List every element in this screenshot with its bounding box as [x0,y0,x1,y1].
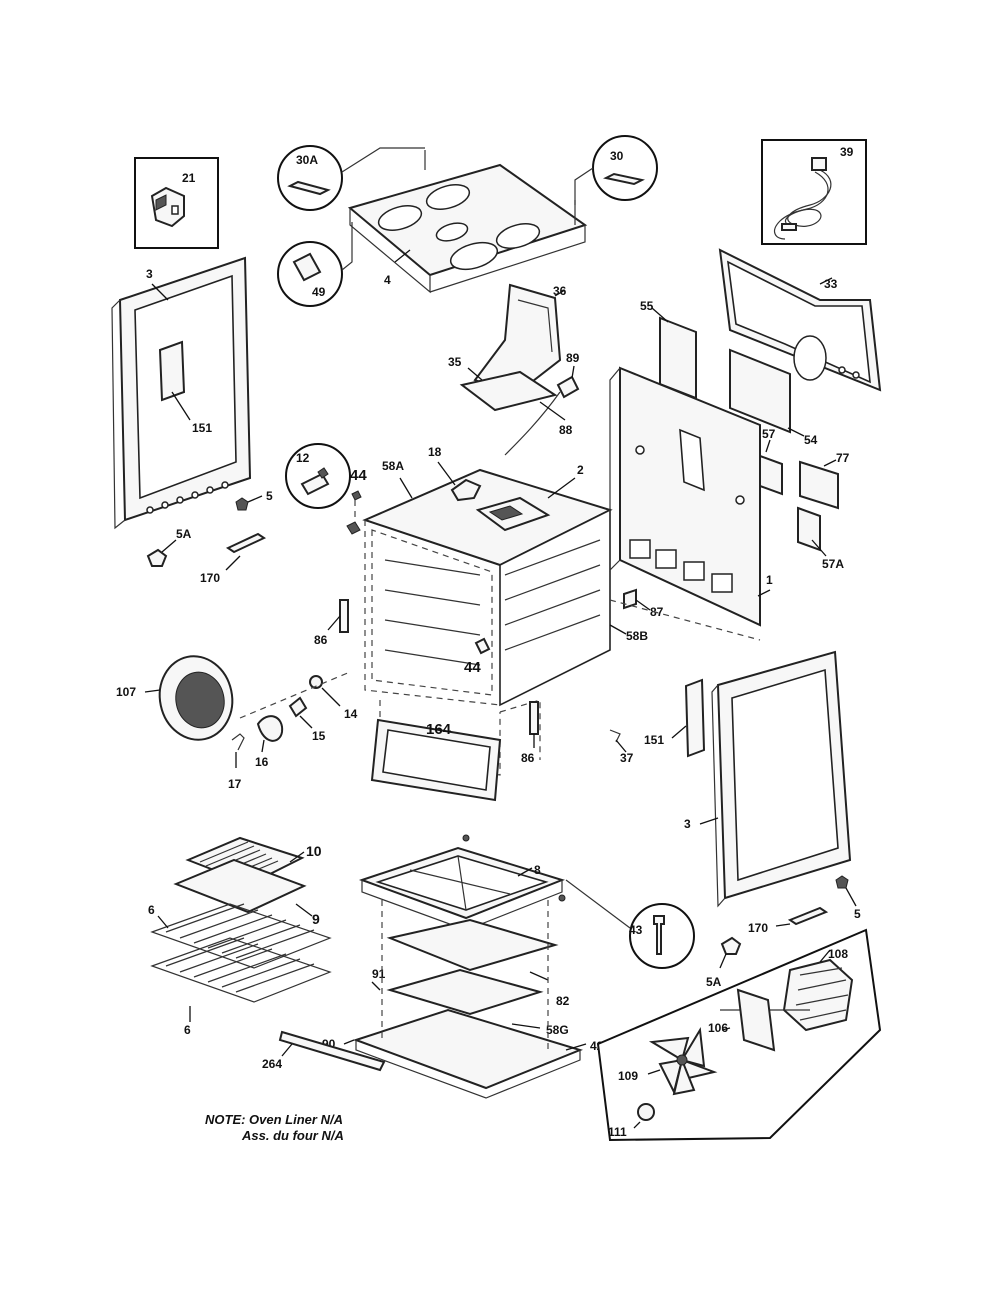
label-30A: 30A [296,153,318,167]
label-57: 57 [762,427,776,441]
label-5A-left: 5A [176,527,192,541]
broil-pan-and-racks: 10 9 6 6 [148,836,332,1037]
label-77: 77 [836,451,850,465]
label-44-bottom: 44 [464,659,481,676]
label-36: 36 [553,284,567,298]
light-and-fan-cover: 107 14 15 16 17 [116,655,358,791]
label-43: 43 [629,923,643,937]
label-49: 49 [312,285,326,299]
inset-part-21: 21 [134,157,219,249]
callout-49: 49 [277,222,353,307]
label-170-left: 170 [200,571,220,585]
rear-panel-assembly: 33 55 54 1 57 77 57A 87 [609,248,882,641]
label-106: 106 [708,1021,728,1035]
label-55: 55 [640,299,654,313]
label-17: 17 [228,777,242,791]
label-18: 18 [428,445,442,459]
label-264: 264 [262,1057,282,1071]
note-line-2: Ass. du four N/A [242,1128,344,1143]
label-35: 35 [448,355,462,369]
part-164-gasket: 164 [370,718,502,802]
oven-bottom-assembly: 8 43 82 91 58G 42 90 264 [262,834,695,1099]
note-line-1: NOTE: Oven Liner N/A [205,1112,343,1127]
label-164: 164 [426,721,452,738]
brackets-86: 86 86 [314,599,539,765]
label-1: 1 [766,573,773,587]
label-30: 30 [610,149,624,163]
label-14: 14 [344,707,358,721]
label-58B: 58B [626,629,648,643]
label-5-right: 5 [854,907,861,921]
inset-part-39: 39 [761,139,867,245]
part-36-35-vent: 36 35 89 88 [448,283,580,456]
label-86-left: 86 [314,633,328,647]
label-12: 12 [296,451,310,465]
part-3-right-side-panel: 151 3 37 [609,650,852,908]
right-hardware: 5 170 5A [706,875,861,989]
note-oven-liner: NOTE: Oven Liner N/A Ass. du four N/A [180,1112,400,1144]
label-37: 37 [620,751,634,765]
label-109: 109 [618,1069,638,1083]
label-8: 8 [534,863,541,877]
label-91: 91 [372,967,386,981]
part-4-cooktop-frame: 4 [347,150,588,294]
label-108: 108 [828,947,848,961]
label-2: 2 [577,463,584,477]
label-5A-right: 5A [706,975,722,989]
label-54: 54 [804,433,818,447]
label-57A: 57A [822,557,844,571]
label-88: 88 [559,423,573,437]
label-4: 4 [384,273,391,287]
parts-12-44: 12 44 44 [285,443,491,676]
label-39: 39 [840,145,854,159]
label-16: 16 [255,755,269,769]
label-44-top: 44 [350,467,367,484]
part-3-left-side-panel: 3 151 [111,256,252,530]
callout-30: 30 [574,135,658,205]
left-hardware: 5 5A 170 [146,489,273,585]
label-58A: 58A [382,459,404,473]
callout-30A: 30A [277,145,425,211]
label-151-right: 151 [644,733,664,747]
label-111: 111 [608,1125,627,1139]
label-21: 21 [182,171,196,185]
label-89: 89 [566,351,580,365]
label-58G: 58G [546,1023,569,1037]
label-82: 82 [556,994,570,1008]
label-10: 10 [306,843,322,859]
oven-body: 2 18 58A 58B [362,445,648,776]
label-170-right: 170 [748,921,768,935]
label-15: 15 [312,729,326,743]
label-9: 9 [312,911,320,927]
convection-fan-inset: 108 106 109 111 [596,928,882,1142]
label-107: 107 [116,685,136,699]
label-151-left: 151 [192,421,212,435]
label-6-bottom: 6 [184,1023,191,1037]
label-3-left: 3 [146,267,153,281]
label-3-right: 3 [684,817,691,831]
label-6-top: 6 [148,903,155,917]
label-5-left: 5 [266,489,273,503]
label-33: 33 [824,277,838,291]
label-86-right: 86 [521,751,535,765]
